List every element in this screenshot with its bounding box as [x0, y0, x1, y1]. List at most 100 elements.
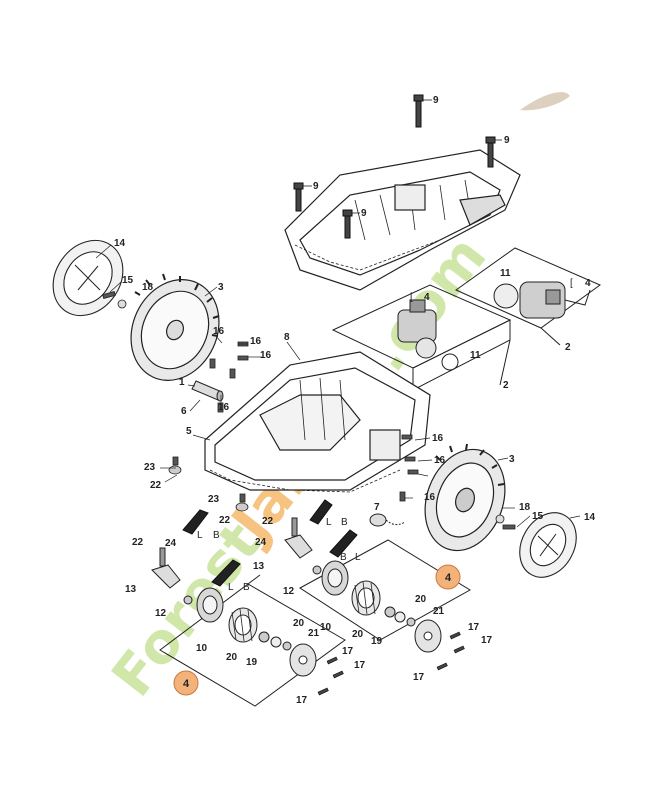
label-14a: 14	[114, 238, 126, 249]
label-23a: 23	[144, 462, 156, 473]
sensor-7	[369, 513, 406, 527]
motor-box-left	[331, 284, 512, 391]
suspension-arm-left	[151, 547, 181, 589]
main-chassis	[204, 351, 431, 493]
label-21b: 21	[433, 606, 445, 617]
mark-B4: B	[340, 552, 347, 563]
label-3b: 3	[509, 454, 515, 465]
screw-9c	[293, 182, 304, 212]
label-16e: 16	[432, 433, 444, 444]
wheel-cover-left	[289, 643, 317, 677]
wheel-right	[424, 443, 506, 552]
label-16b: 16	[250, 336, 262, 347]
label-11b: 11	[470, 350, 481, 361]
label-21a: 21	[308, 628, 320, 639]
label-16a: 16	[213, 326, 225, 337]
callout-4-right: 4	[435, 564, 461, 590]
label-14b: 14	[584, 512, 596, 523]
mark-L4: L	[355, 552, 361, 563]
label-10b: 10	[320, 622, 332, 633]
label-24b: 24	[165, 538, 177, 549]
mark-L2: L	[326, 517, 332, 528]
label-22c: 22	[132, 537, 144, 548]
label-18b: 18	[519, 502, 531, 513]
leader-lines	[303, 99, 502, 214]
callout-4-right-text: 4	[445, 572, 452, 584]
label-7: 7	[374, 502, 380, 513]
label-18a: 18	[142, 282, 154, 293]
label-6: 6	[181, 406, 187, 417]
label-20a: 20	[226, 652, 238, 663]
label-12a: 12	[155, 608, 167, 619]
label-15b: 15	[532, 511, 544, 522]
wheel-cover-right	[414, 619, 442, 653]
screws-9	[293, 94, 496, 239]
label-22b: 22	[219, 515, 231, 526]
gear-right	[351, 580, 381, 616]
mark-B1: B	[213, 530, 220, 541]
tube-6	[191, 380, 224, 402]
label-15a: 15	[122, 275, 134, 286]
wheel-assembly-box-right	[299, 539, 471, 641]
label-16d: 16	[218, 402, 230, 413]
label-10a: 10	[196, 643, 208, 654]
screw-9a	[413, 94, 424, 128]
wheel-left	[130, 273, 220, 381]
label-17e: 17	[481, 635, 493, 646]
label-12b: 12	[283, 586, 295, 597]
mark-B3: B	[243, 582, 250, 593]
spring-brushes	[182, 499, 358, 587]
mark-L1: L	[197, 530, 203, 541]
label-3a: 3	[218, 282, 224, 293]
hubcap-right	[519, 512, 577, 578]
label-19b: 19	[371, 636, 383, 647]
label-17f: 17	[413, 672, 425, 683]
label-24a: 24	[255, 537, 267, 548]
callout-4-left-text: 4	[183, 678, 190, 690]
mark-L3: L	[228, 582, 234, 593]
washers	[183, 565, 416, 651]
label-22a: 22	[150, 480, 162, 491]
suspension-arm-right	[284, 517, 313, 559]
motor-right	[493, 281, 591, 319]
gear-left	[228, 607, 258, 643]
screws-17	[317, 631, 465, 696]
bracket-right: [	[570, 278, 573, 289]
hub-left	[196, 587, 224, 623]
label-19a: 19	[246, 657, 258, 668]
label-9a: 9	[433, 95, 439, 106]
bracket-left: [	[410, 292, 413, 303]
label-16f: 16	[434, 455, 446, 466]
hub-right	[321, 560, 349, 596]
label-17c: 17	[296, 695, 308, 706]
label-5: 5	[186, 426, 192, 437]
part-labels: 9 9 9 9 14 15 18 3 11 [ 4 2 [ 4 11 2 8 1…	[114, 95, 596, 706]
watermark-swoosh	[520, 92, 570, 111]
label-20b: 20	[293, 618, 305, 629]
label-leaders	[95, 244, 581, 528]
callout-4-left: 4	[173, 670, 199, 696]
motor-left	[397, 299, 459, 371]
label-9d: 9	[361, 208, 367, 219]
label-4a: 4	[424, 292, 430, 303]
label-13b: 13	[253, 561, 265, 572]
label-11a: 11	[500, 268, 511, 279]
motor-box-right	[454, 247, 601, 346]
top-chassis-cover	[284, 149, 521, 291]
label-16g: 16	[424, 492, 436, 503]
label-9c: 9	[313, 181, 319, 192]
label-23b: 23	[208, 494, 220, 505]
label-8: 8	[284, 332, 290, 343]
label-16c: 16	[260, 350, 272, 361]
label-20c: 20	[352, 629, 364, 640]
label-20d: 20	[415, 594, 427, 605]
label-1: 1	[179, 377, 185, 388]
label-2b: 2	[503, 380, 509, 391]
label-17a: 17	[342, 646, 354, 657]
label-17d: 17	[468, 622, 480, 633]
label-22d: 22	[262, 516, 274, 527]
label-4b: 4	[585, 278, 591, 289]
label-2a: 2	[565, 342, 571, 353]
label-13a: 13	[125, 584, 137, 595]
